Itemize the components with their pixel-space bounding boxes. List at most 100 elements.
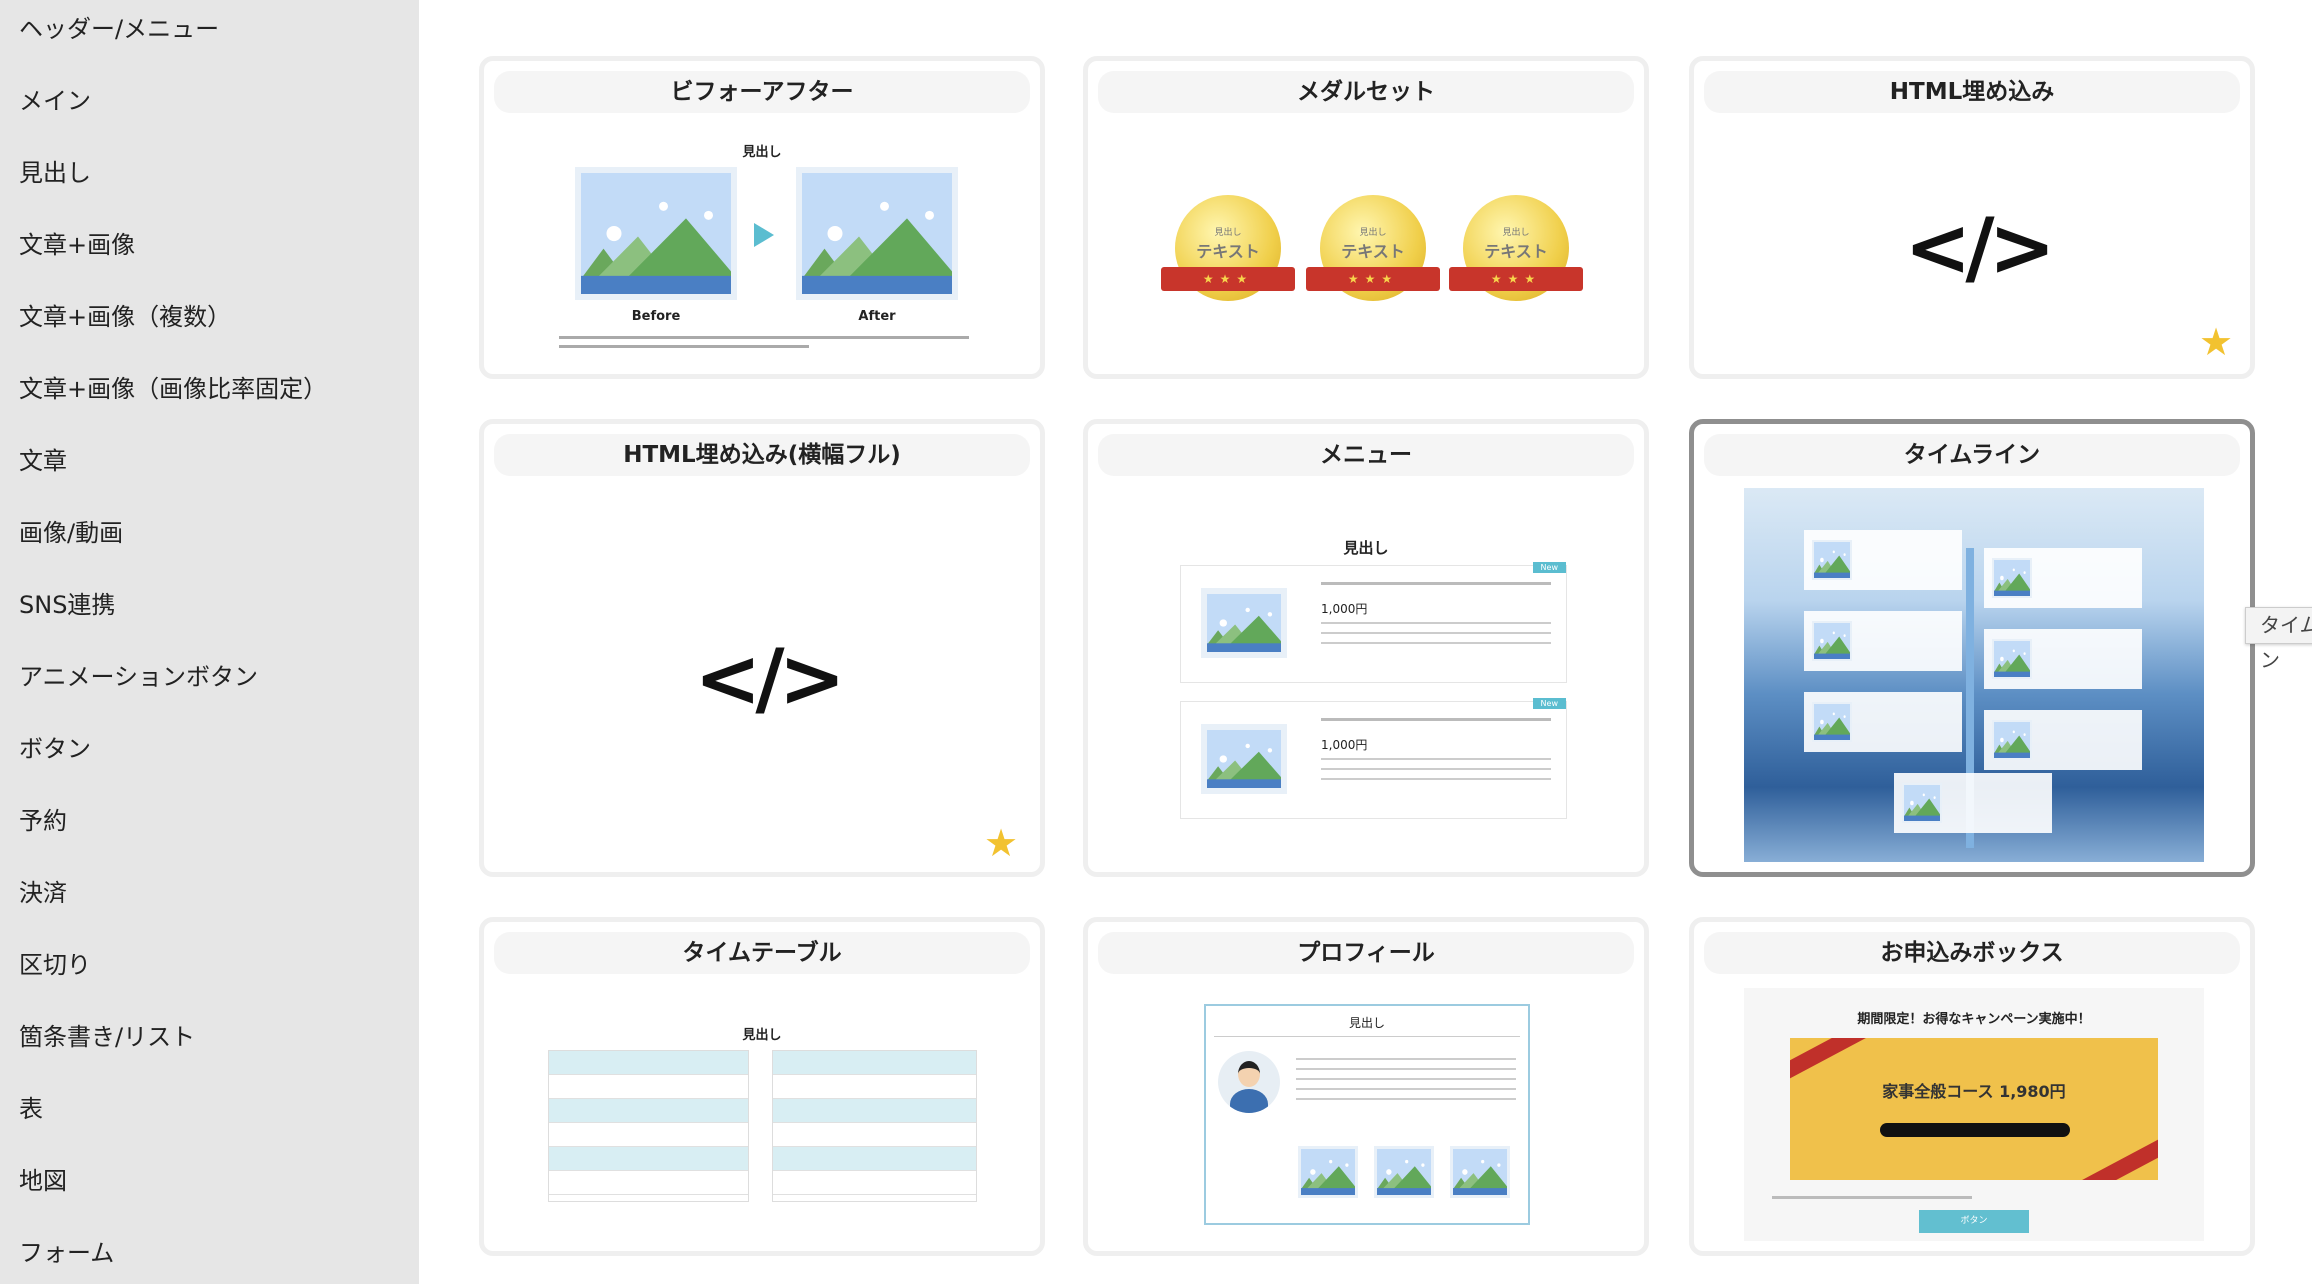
sidebar-item-table[interactable]: 表	[19, 1095, 43, 1123]
timeline-entry	[1804, 530, 1962, 590]
tooltip: タイムライン	[2245, 607, 2312, 672]
card-title: タイムライン	[1704, 434, 2240, 476]
gallery-image	[1298, 1146, 1358, 1198]
sidebar-item-reservation[interactable]: 予約	[19, 807, 67, 835]
campaign-period-pill	[1880, 1123, 2070, 1137]
menu-price: 1,000円	[1321, 602, 1368, 616]
preview-heading: 見出し	[1348, 1016, 1385, 1030]
timeline-entry	[1804, 611, 1962, 671]
block-card-timeline[interactable]: タイムライン	[1689, 419, 2255, 877]
block-card-html-embed-full[interactable]: HTML埋め込み(横幅フル) </> ★	[479, 419, 1045, 877]
placeholder-text-line	[1321, 582, 1551, 585]
card-title: メニュー	[1098, 434, 1634, 476]
placeholder-text-line	[559, 336, 969, 339]
sidebar-item-heading[interactable]: 見出し	[19, 159, 91, 187]
medal-small-text: 見出し	[1502, 228, 1530, 238]
preview-heading: 見出し	[1343, 539, 1389, 557]
preview-heading: 見出し	[742, 145, 782, 160]
sidebar-item-list[interactable]: 箇条書き/リスト	[19, 1023, 196, 1051]
timeline-preview-image	[1744, 488, 2204, 862]
campaign-banner: 家事全般コース 1,980円	[1790, 1038, 2158, 1180]
application-box-preview: 期間限定！お得なキャンペーン実施中！ 家事全般コース 1,980円 ボタン	[1744, 988, 2204, 1241]
medal: 見出しテキスト ★★★	[1306, 195, 1440, 301]
timeline-entry	[1984, 710, 2142, 770]
card-title: プロフィール	[1098, 932, 1634, 974]
menu-item-preview: New 1,000円	[1180, 562, 1567, 683]
card-title: HTML埋め込み(横幅フル)	[494, 434, 1030, 476]
medal-small-text: 見出し	[1359, 228, 1387, 238]
favorite-star-icon[interactable]: ★	[984, 821, 1019, 865]
card-title: お申込みボックス	[1704, 932, 2240, 974]
before-image	[575, 167, 737, 300]
after-image	[796, 167, 958, 300]
sidebar-item-animation-button[interactable]: アニメーションボタン	[19, 663, 259, 691]
medal-text: テキスト	[1196, 242, 1260, 261]
before-label: Before	[631, 309, 681, 324]
sidebar-item-payment[interactable]: 決済	[19, 879, 67, 907]
timeline-axis	[1966, 548, 1974, 848]
sidebar-item-text-image-fixed[interactable]: 文章+画像（画像比率固定）	[19, 375, 328, 403]
arrow-right-icon	[754, 223, 774, 247]
placeholder-text-lines	[1321, 758, 1551, 788]
menu-item-preview: New 1,000円	[1180, 698, 1567, 819]
sidebar-item-form[interactable]: フォーム	[19, 1239, 115, 1267]
placeholder-text-line	[1321, 718, 1551, 721]
placeholder-text-line	[559, 345, 809, 348]
sidebar-item-image-video[interactable]: 画像/動画	[19, 519, 124, 547]
ribbon-corner	[2080, 1129, 2158, 1180]
medal-text: テキスト	[1341, 242, 1405, 261]
block-card-profile[interactable]: プロフィール 見出し	[1083, 917, 1649, 1256]
card-title: HTML埋め込み	[1704, 71, 2240, 113]
placeholder-text-line	[1772, 1196, 1972, 1199]
block-card-medal-set[interactable]: メダルセット 見出しテキスト ★★★ 見出しテキスト ★★★ 見出しテキスト ★★★	[1083, 56, 1649, 379]
sidebar-item-map[interactable]: 地図	[19, 1167, 67, 1195]
placeholder-text-lines	[1296, 1058, 1516, 1108]
favorite-star-icon[interactable]: ★	[2199, 320, 2234, 364]
timeline-entry	[1804, 692, 1962, 752]
medal-ribbon: ★★★	[1306, 267, 1440, 291]
gallery-image	[1374, 1146, 1434, 1198]
avatar	[1218, 1051, 1280, 1113]
timeline-entry	[1894, 773, 2052, 833]
divider	[1214, 1036, 1520, 1037]
timeline-entry	[1984, 629, 2142, 689]
after-label: After	[858, 309, 896, 324]
medal-ribbon: ★★★	[1449, 267, 1583, 291]
block-card-menu[interactable]: メニュー 見出し New 1,000円 New 1,000円	[1083, 419, 1649, 877]
sidebar-item-main[interactable]: メイン	[19, 87, 91, 115]
timetable-preview	[772, 1050, 977, 1202]
sidebar-item-header-menu[interactable]: ヘッダー/メニュー	[19, 15, 220, 43]
card-title: タイムテーブル	[494, 932, 1030, 974]
menu-item-image	[1201, 588, 1287, 658]
sidebar: ヘッダー/メニュー メイン 見出し 文章+画像 文章+画像（複数） 文章+画像（…	[0, 0, 419, 1284]
code-icon: </>	[1904, 201, 2055, 294]
medal-text: テキスト	[1484, 242, 1548, 261]
placeholder-text-lines	[1321, 622, 1551, 652]
block-card-timetable[interactable]: タイムテーブル 見出し	[479, 917, 1045, 1256]
medal: 見出しテキスト ★★★	[1449, 195, 1583, 301]
sidebar-item-button[interactable]: ボタン	[19, 735, 91, 763]
gallery-image	[1450, 1146, 1510, 1198]
campaign-course: 家事全般コース 1,980円	[1882, 1082, 2066, 1101]
profile-preview: 見出し	[1204, 1004, 1530, 1225]
block-card-application-box[interactable]: お申込みボックス 期間限定！お得なキャンペーン実施中！ 家事全般コース 1,98…	[1689, 917, 2255, 1256]
sidebar-item-text-image[interactable]: 文章+画像	[19, 231, 136, 259]
card-title: メダルセット	[1098, 71, 1634, 113]
new-badge: New	[1532, 698, 1566, 709]
new-badge: New	[1532, 562, 1566, 573]
sidebar-item-text[interactable]: 文章	[19, 447, 67, 475]
block-card-before-after[interactable]: ビフォーアフター 見出し Before After	[479, 56, 1045, 379]
sidebar-item-text-image-multi[interactable]: 文章+画像（複数）	[19, 303, 232, 331]
sidebar-item-divider[interactable]: 区切り	[19, 951, 91, 979]
card-title: ビフォーアフター	[494, 71, 1030, 113]
medal-small-text: 見出し	[1214, 228, 1242, 238]
medal: 見出しテキスト ★★★	[1161, 195, 1295, 301]
block-card-html-embed[interactable]: HTML埋め込み </> ★	[1689, 56, 2255, 379]
medal-ribbon: ★★★	[1161, 267, 1295, 291]
code-icon: </>	[694, 632, 845, 725]
sidebar-item-sns[interactable]: SNS連携	[19, 591, 116, 619]
preview-button: ボタン	[1919, 1210, 2029, 1233]
menu-item-image	[1201, 724, 1287, 794]
timetable-preview	[548, 1050, 749, 1202]
timeline-entry	[1984, 548, 2142, 608]
